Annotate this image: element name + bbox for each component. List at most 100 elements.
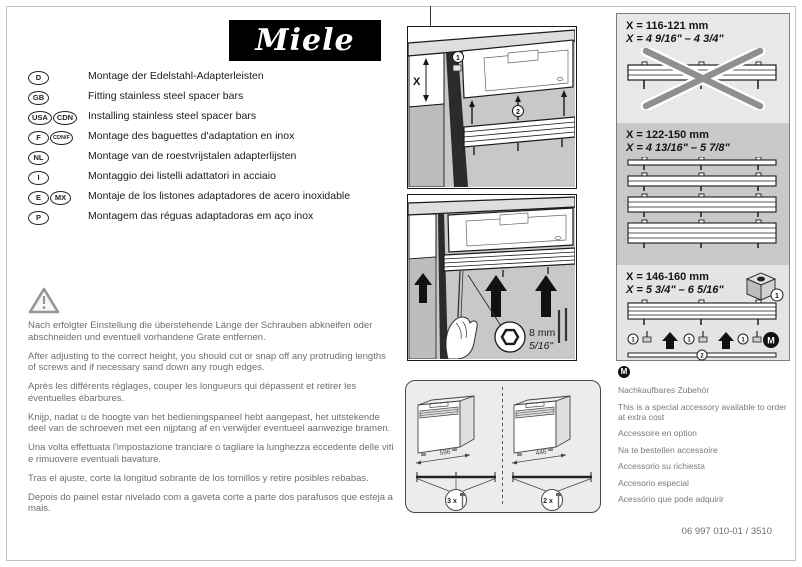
not-allowed-cross-icon [640, 45, 766, 112]
language-badges: NL [28, 150, 88, 165]
language-title: Montage des baguettes d'adaptation en in… [88, 130, 295, 142]
dishwasher-60cm: 598 3 x [415, 395, 496, 511]
language-badge: I [28, 171, 49, 185]
language-badges: GB [28, 90, 88, 105]
language-badge: CDN [52, 111, 78, 125]
control-panel [461, 39, 574, 99]
size-imperial: X = 4 9/16" – 4 3/4" [626, 33, 724, 45]
diagram-panel-adjustment: X 1 2 [407, 26, 577, 189]
hand-illustration [445, 316, 478, 360]
accessory-line: Nachkaufbares Zubehör [618, 385, 710, 395]
callout-1-label: 1 [687, 338, 691, 344]
language-badge: P [28, 211, 49, 225]
control-panel [447, 207, 574, 253]
spacer-bar-options-graphic [627, 156, 777, 248]
size-section-122-150: X = 122-150 mm X = 4 13/16" – 5 7/8" [617, 123, 789, 265]
screw-block-item: 1 [627, 331, 652, 345]
warning-paragraph: Nach erfolgter Einstellung die überstehe… [28, 320, 373, 343]
warning-paragraph: Tras el ajuste, corte la longitud sobran… [28, 472, 369, 484]
warning-paragraph: Après les différents réglages, couper le… [28, 381, 357, 404]
callout-2-marker [696, 349, 708, 361]
warning-paragraph: Una volta effettuata l'impostazione tran… [28, 442, 394, 465]
wrench-imperial-label: 5/16" [529, 340, 554, 352]
miele-m-icon: M [618, 366, 630, 378]
language-row: NL Montage van de roestvrijstalen adapter… [28, 150, 400, 165]
screw-count-45cm: 2 x [543, 498, 553, 505]
size-imperial: X = 5 3/4" – 6 5/16" [626, 284, 724, 296]
warning-paragraph: After adjusting to the correct height, y… [28, 350, 386, 374]
screw-block-item: 1 [683, 331, 708, 345]
language-title: Montage der Edelstahl-Adapterleisten [88, 70, 264, 82]
width-label-45cm: 448 [535, 448, 547, 456]
language-title: Montaje de los listones adaptadores de a… [88, 190, 351, 202]
up-arrow [718, 332, 734, 349]
callout-2-marker [512, 105, 524, 117]
miele-logo-text: Miele [255, 22, 355, 58]
callout-1-label: 1 [775, 293, 779, 300]
diagram-wrench-adjustment: 8 mm 5/16" [407, 194, 577, 361]
up-arrow [414, 273, 432, 303]
size-metric: X = 146-160 mm [626, 271, 709, 283]
warning-triangle-icon [28, 286, 60, 320]
callout-1-label: 1 [631, 338, 635, 344]
spacer-bar-graphic [627, 299, 777, 325]
language-badges: P [28, 210, 88, 225]
language-title: Montaggio dei listelli adattatori in acc… [88, 170, 276, 182]
accessory-line: Accessoire en option [618, 428, 697, 438]
m-logo-letter: M [767, 336, 775, 346]
spacer-block-icon: 1 [741, 269, 785, 308]
screw-block-item: 1 [737, 331, 762, 345]
language-title: Montagem das réguas adaptadoras em aço i… [88, 210, 314, 222]
language-badges: I [28, 170, 88, 185]
language-title: Montage van de roestvrijstalen adapterli… [88, 150, 297, 162]
document-number: 06 997 010-01 / 3510 [681, 526, 772, 537]
language-badge: NL [28, 151, 49, 165]
language-badge: F [28, 131, 49, 145]
hex-nut-icon [500, 328, 520, 346]
up-arrow [485, 275, 507, 317]
accessory-line: Na te bestellen accessoire [618, 444, 718, 455]
miele-logo: Miele [229, 20, 381, 61]
miele-m-icon [763, 332, 779, 348]
up-arrow [662, 332, 678, 349]
callout-1-marker [770, 288, 784, 302]
language-title: Fitting stainless steel spacer bars [88, 90, 244, 102]
language-badge: MX [50, 191, 71, 205]
up-arrow [535, 275, 557, 317]
warning-paragraphs: Nach erfolgter Einstellung die überstehe… [28, 320, 396, 522]
size-section-116-121: X = 116-121 mm X = 4 9/16" – 4 3/4" [617, 14, 789, 123]
size-section-146-160: X = 146-160 mm X = 5 3/4" – 6 5/16" 1 [617, 265, 789, 361]
diagram-appliance-widths: 598 3 x [405, 380, 601, 513]
size-metric: X = 122-150 mm [626, 129, 709, 141]
accessory-line: Accesorio especial [618, 477, 689, 488]
warning-paragraph: Knijp, nadat u de hoogte van het bedieni… [28, 411, 391, 435]
crossed-spacer-bar-graphic [627, 45, 777, 112]
wrench-metric-label: 8 mm [529, 327, 556, 339]
language-row: GB Fitting stainless steel spacer bars [28, 90, 400, 105]
size-imperial: X = 4 13/16" – 5 7/8" [626, 142, 730, 154]
callout-2-label: 2 [516, 109, 520, 116]
accessory-line: Accessorio su richiesta [618, 461, 705, 471]
dimension-extension-line [430, 6, 431, 26]
width-label-60cm: 598 [439, 448, 451, 456]
language-badge: GB [28, 91, 49, 105]
size-metric: X = 116-121 mm [626, 20, 709, 32]
screw-count-60cm: 3 x [447, 498, 457, 505]
warning-paragraph: Depois do painel estar nivelado com a ga… [28, 491, 393, 515]
language-badge: CDN/F [50, 131, 73, 145]
language-row: P Montagem das réguas adaptadoras em aço … [28, 210, 400, 225]
callout-1-marker [452, 51, 464, 63]
callout-1-label: 1 [741, 338, 745, 344]
size-chart-panel: X = 116-121 mm X = 4 9/16" – 4 3/4" [616, 13, 790, 361]
dishwasher-45cm: 448 2 x [511, 395, 592, 511]
accessory-line: This is a special accessory available to… [618, 401, 787, 422]
